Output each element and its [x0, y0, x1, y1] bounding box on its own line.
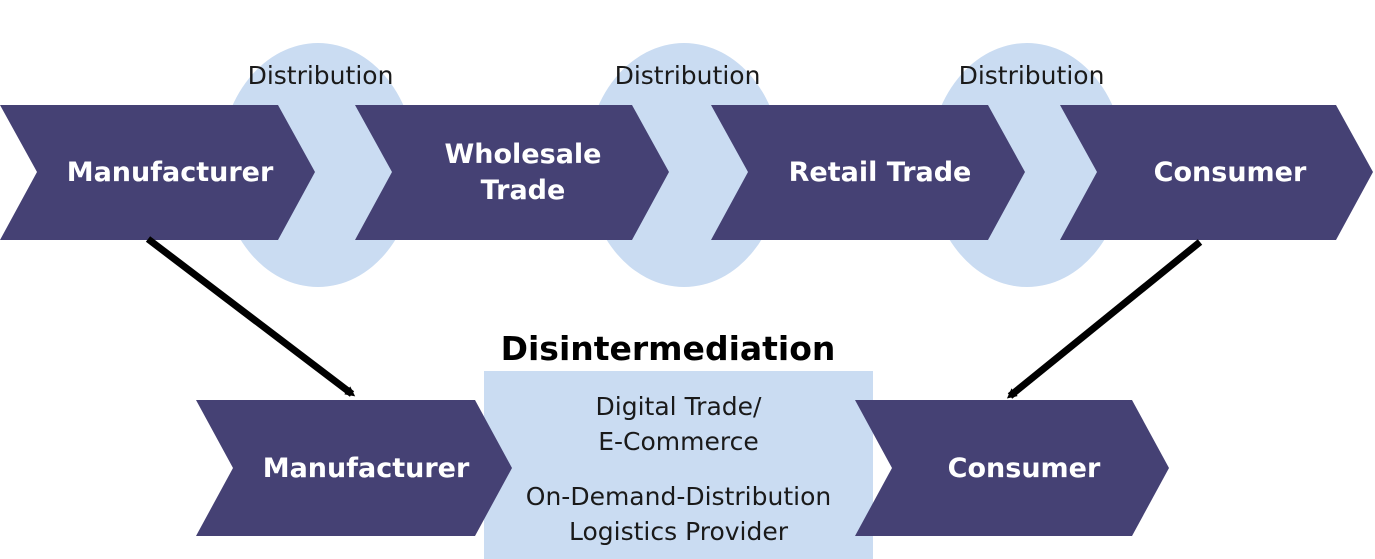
chevron-label-wholesale-line1: Wholesale	[444, 139, 602, 170]
box-line-logistics-provider: Logistics Provider	[568, 517, 789, 546]
chevron-label-bottom-consumer: Consumer	[947, 453, 1101, 484]
chevron-label-consumer: Consumer	[1153, 157, 1307, 188]
distribution-label-1: Distribution	[247, 61, 394, 90]
box-line-digital-trade: Digital Trade/	[595, 392, 762, 421]
arrow-manufacturer-down	[145, 236, 356, 397]
chevron-bottom-consumer	[855, 400, 1169, 536]
disintermediation-title: Disintermediation	[500, 329, 836, 368]
box-line-e-commerce: E-Commerce	[598, 427, 759, 456]
chevron-label-wholesale-line2: Trade	[480, 175, 566, 206]
chevron-label-bottom-manufacturer: Manufacturer	[262, 453, 470, 484]
box-line-on-demand: On-Demand-Distribution	[525, 482, 832, 511]
chevron-bottom-manufacturer	[196, 400, 512, 536]
distribution-label-3: Distribution	[958, 61, 1105, 90]
chevron-manufacturer	[0, 105, 315, 240]
distribution-label-2: Distribution	[614, 61, 761, 90]
disintermediation-box	[484, 371, 873, 559]
chevron-label-retail-trade: Retail Trade	[788, 157, 972, 188]
chevron-label-manufacturer: Manufacturer	[66, 157, 274, 188]
chevron-retail-trade	[711, 105, 1025, 240]
arrow-consumer-down	[1006, 239, 1203, 399]
chevron-consumer	[1060, 105, 1373, 240]
chevron-wholesale-trade	[355, 105, 669, 240]
